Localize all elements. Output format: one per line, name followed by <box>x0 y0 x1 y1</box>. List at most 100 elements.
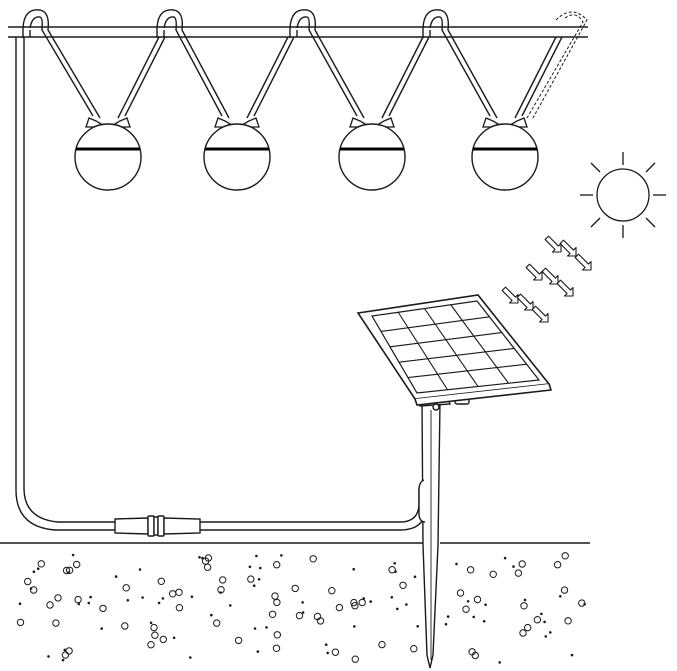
soil-pebble <box>471 651 479 660</box>
soil-pebble <box>313 612 322 621</box>
soil-grain <box>512 565 515 568</box>
soil-grain <box>326 651 330 655</box>
soil-grain <box>416 625 420 628</box>
soil-grain <box>482 620 486 623</box>
soil-pebble <box>291 584 299 593</box>
soil-pebble <box>335 603 344 612</box>
support-rail <box>8 26 588 38</box>
solar-panel-icon <box>356 294 553 406</box>
soil-grain <box>301 611 305 614</box>
soil-pebble <box>62 566 71 575</box>
soil-grain <box>252 584 256 587</box>
soil-grain <box>455 562 458 566</box>
soil-grain <box>523 598 527 602</box>
soil-pebble <box>37 560 45 568</box>
soil-texture <box>16 552 586 664</box>
soil-grain <box>255 554 258 558</box>
soil-pebble <box>328 587 336 595</box>
soil-grain <box>549 631 552 634</box>
soil-grain <box>369 600 373 603</box>
soil-grain <box>405 603 408 606</box>
soil-grain <box>390 596 394 599</box>
soil-grain <box>559 595 562 598</box>
light-bulb-icon <box>156 9 295 191</box>
soil-grain <box>248 565 252 569</box>
main-cable <box>15 37 428 531</box>
sunlight-arrow <box>516 293 534 311</box>
ground-stake-icon <box>418 401 441 669</box>
soil-pebble <box>489 570 497 578</box>
soil-grain <box>396 607 399 611</box>
soil-pebble <box>52 619 60 627</box>
soil-pebble <box>65 566 74 574</box>
light-bulb-icon <box>422 9 563 191</box>
soil-pebble <box>331 648 340 656</box>
sun-icon <box>580 152 666 238</box>
soil-pebble <box>388 566 396 574</box>
sunlight-arrow <box>574 253 592 271</box>
panel-grid-line <box>450 304 509 384</box>
sunlight-arrow <box>501 286 519 304</box>
soil-pebble <box>456 589 465 597</box>
panel-grid-line <box>389 332 502 348</box>
soil-pebble <box>351 602 359 610</box>
soil-pebble <box>561 552 569 560</box>
soil-grain <box>126 599 130 602</box>
sunlight-arrow <box>556 279 574 297</box>
soil-pebble <box>378 640 386 649</box>
panel-grid-line <box>424 308 479 387</box>
panel-grid-line <box>397 311 448 391</box>
soil-pebble <box>351 655 359 663</box>
soil-pebble <box>399 581 407 589</box>
soil-pebble <box>410 645 418 653</box>
soil-pebble <box>520 602 528 610</box>
soil-pebble <box>73 560 81 569</box>
cable-connector-icon <box>114 515 201 537</box>
soil-grain <box>544 635 548 638</box>
soil-pebble <box>462 605 470 613</box>
soil-grain <box>141 596 144 599</box>
soil-pebble <box>150 623 158 632</box>
soil-pebble <box>122 584 130 592</box>
soil-pebble <box>169 590 177 598</box>
solar-cell-grid <box>380 304 527 391</box>
soil-pebble <box>175 604 184 612</box>
soil-pebble <box>272 644 281 652</box>
soil-grain <box>540 612 543 616</box>
soil-grain <box>543 620 546 624</box>
soil-grain <box>498 661 502 664</box>
soil-grain <box>324 643 328 646</box>
soil-grain <box>280 554 283 557</box>
soil-grain <box>253 627 257 630</box>
soil-pebble <box>234 636 243 645</box>
soil-pebble <box>524 623 532 632</box>
soil-pebble <box>24 577 32 586</box>
panel-grid-line <box>407 363 527 379</box>
soil-grain <box>161 597 165 600</box>
soil-grain <box>138 568 142 571</box>
soil-grain <box>583 603 586 606</box>
soil-pebble <box>564 617 572 625</box>
soil-pebble <box>560 586 569 594</box>
soil-grain <box>71 553 75 557</box>
soil-pebble <box>61 651 70 659</box>
soil-pebble <box>519 629 527 637</box>
soil-grain <box>393 562 397 565</box>
sunlight-arrow <box>531 305 549 323</box>
sunlight-arrow <box>559 239 577 257</box>
soil-grain <box>61 658 65 662</box>
soil-grain <box>472 615 476 619</box>
soil-pebble <box>30 586 38 594</box>
soil-grain <box>466 600 470 603</box>
light-bulb-icon <box>22 9 166 191</box>
soil-pebble <box>309 555 317 563</box>
soil-pebble <box>54 594 62 602</box>
soil-pebble <box>65 647 73 655</box>
soil-grain <box>352 567 356 571</box>
soil-pebble <box>99 604 107 613</box>
soil-grain <box>100 627 103 630</box>
soil-pebble <box>46 601 54 609</box>
soil-grain <box>114 575 118 578</box>
soil-pebble <box>271 592 279 600</box>
